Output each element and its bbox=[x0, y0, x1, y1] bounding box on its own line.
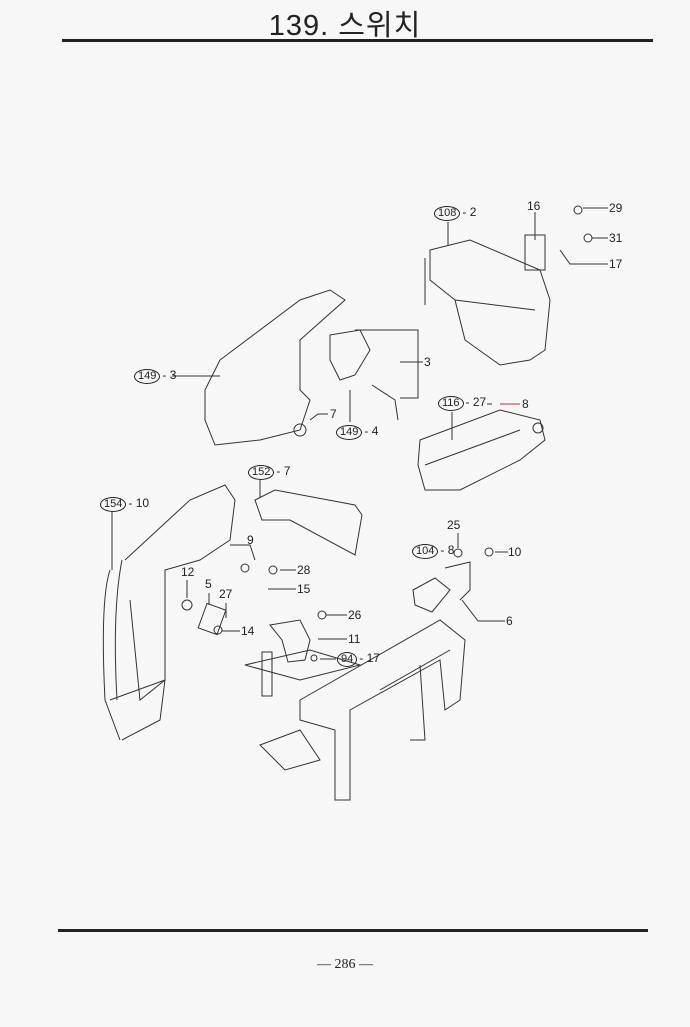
callout-104-8: 104- 8 bbox=[412, 544, 454, 559]
callout-9: 9 bbox=[247, 533, 254, 547]
callout-10: 10 bbox=[508, 545, 522, 559]
callout-25: 25 bbox=[447, 518, 461, 532]
footer-rule bbox=[58, 929, 648, 932]
callout-11: 11 bbox=[348, 632, 361, 646]
callout-15: 15 bbox=[297, 582, 311, 596]
callout-108-2: 108- 2 bbox=[434, 206, 476, 221]
callout-12: 12 bbox=[181, 565, 195, 579]
callout-8: 8 bbox=[522, 397, 529, 411]
callout-3: 3 bbox=[424, 355, 431, 369]
panel-149-3-drawing bbox=[204, 289, 399, 446]
frame-154-drawing bbox=[102, 484, 236, 741]
callout-14: 14 bbox=[241, 624, 255, 638]
callout-7: 7 bbox=[330, 407, 337, 421]
panel-152-drawing bbox=[254, 489, 363, 556]
callout-6: 6 bbox=[506, 614, 513, 628]
callout-27: 27 bbox=[219, 587, 233, 601]
callout-94-17: 94- 17 bbox=[337, 652, 380, 667]
callout-16: 16 bbox=[527, 199, 541, 213]
callout-149-4: 149- 4 bbox=[336, 425, 378, 440]
callout-5: 5 bbox=[205, 577, 212, 591]
callout-116-27: 116- 27 bbox=[438, 396, 486, 411]
bracket-116-drawing bbox=[417, 409, 546, 491]
header-rule bbox=[62, 39, 653, 42]
switch-11-drawing bbox=[244, 619, 362, 697]
callout-17: 17 bbox=[609, 257, 623, 271]
callout-26: 26 bbox=[348, 608, 362, 622]
page-title: 139. 스위치 bbox=[268, 10, 422, 42]
small-parts-drawing bbox=[181, 547, 494, 662]
callout-28: 28 bbox=[297, 563, 311, 577]
meter-housing-drawing bbox=[424, 205, 593, 366]
plate-104-drawing bbox=[412, 561, 471, 613]
callout-29: 29 bbox=[609, 201, 623, 215]
callout-149-3: 149- 3 bbox=[134, 369, 176, 384]
callout-152-7: 152- 7 bbox=[248, 465, 290, 480]
callout-154-10: 154- 10 bbox=[100, 497, 149, 512]
callout-31: 31 bbox=[609, 231, 623, 245]
page-number: — 286 — bbox=[317, 957, 373, 972]
lower-frame-drawing bbox=[259, 619, 466, 801]
